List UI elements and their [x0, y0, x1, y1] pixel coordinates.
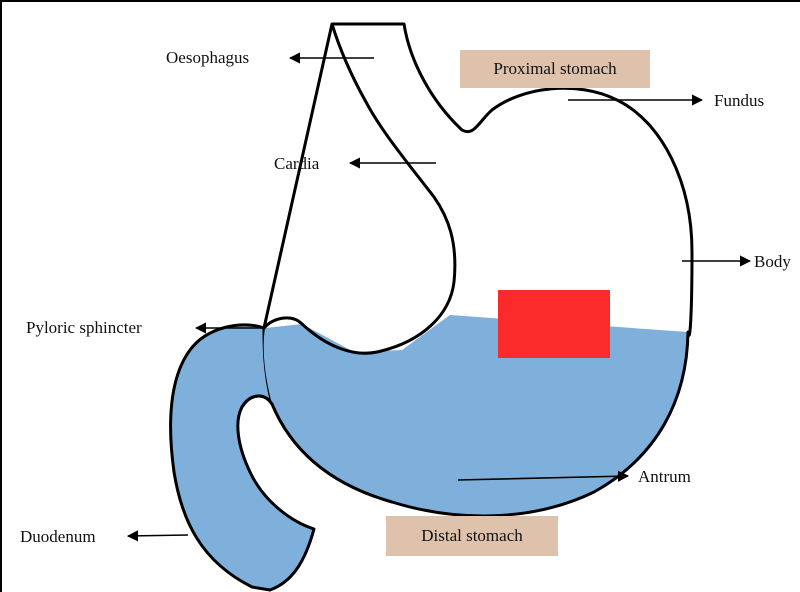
- proximal-stomach-box: Proximal stomach: [460, 50, 650, 88]
- cardia-label: Cardia: [274, 155, 319, 172]
- oesophagus-label: Oesophagus: [166, 49, 249, 66]
- antrum-label: Antrum: [638, 468, 691, 485]
- distal-stomach-box: Distal stomach: [386, 516, 558, 556]
- duodenum-arrow: [128, 535, 188, 536]
- stomach-fluid: [264, 315, 688, 516]
- duodenum-label: Duodenum: [20, 528, 96, 545]
- pyloric-sphincter-label: Pyloric sphincter: [26, 319, 142, 336]
- body-label: Body: [754, 253, 791, 270]
- highlight-marker: [498, 290, 610, 358]
- fundus-label: Fundus: [714, 92, 764, 109]
